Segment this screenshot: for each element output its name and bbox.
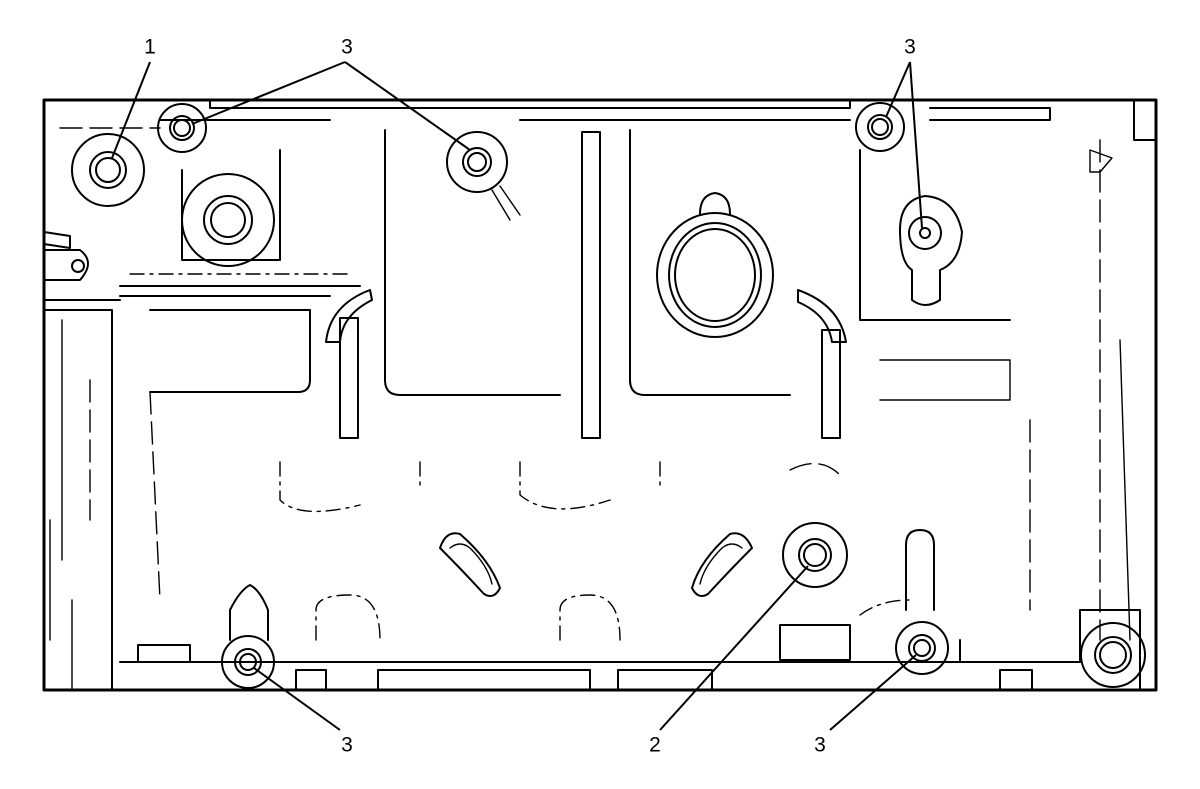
crankshaft-bore bbox=[656, 192, 774, 338]
bolt-boss-3b bbox=[446, 131, 521, 221]
bolt-boss-1 bbox=[71, 133, 145, 207]
bolt-boss-2 bbox=[782, 522, 848, 588]
callout-label-3-top-left: 3 bbox=[341, 36, 353, 59]
oil-passages bbox=[325, 289, 847, 597]
bolt-boss-3e bbox=[221, 635, 275, 689]
block-outline bbox=[42, 98, 1158, 692]
callout-label-1: 1 bbox=[144, 36, 156, 59]
bolt-boss-3a bbox=[157, 103, 207, 153]
callout-labels: 1 3 3 3 2 3 bbox=[144, 36, 916, 757]
bolt-boss-large bbox=[181, 149, 281, 267]
callout-label-3-bottom-left: 3 bbox=[341, 734, 353, 757]
dowel-left bbox=[43, 249, 89, 281]
callout-label-2: 2 bbox=[649, 734, 661, 757]
bolt-boss-3c bbox=[855, 102, 905, 152]
bolt-boss-corner bbox=[1080, 622, 1146, 688]
bolt-bosses bbox=[43, 102, 1146, 689]
callout-label-3-bottom-right: 3 bbox=[814, 734, 826, 757]
bolt-boss-3f bbox=[895, 621, 949, 675]
block-interior bbox=[119, 129, 1131, 661]
callout-leaders bbox=[111, 61, 923, 731]
callout-label-3-top-right: 3 bbox=[904, 36, 916, 59]
bolt-boss-3d bbox=[899, 195, 963, 306]
